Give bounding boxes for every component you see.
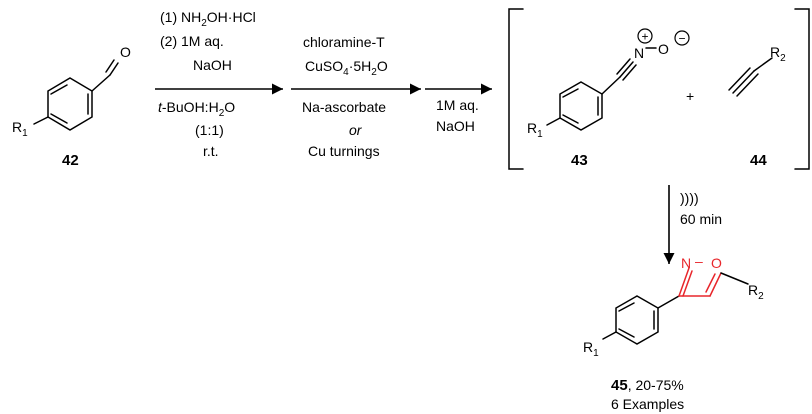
condition-reagent-1: (1) NH2OH·HCl <box>160 9 256 29</box>
compound-number-42: 42 <box>62 152 79 169</box>
compound-number-43: 43 <box>571 152 588 169</box>
isoxazole-ring <box>678 267 722 297</box>
atom-label-o: O <box>658 41 669 57</box>
condition-copper: Cu turnings <box>308 143 380 159</box>
compound-examples: 6 Examples <box>611 396 684 412</box>
positive-charge: + <box>637 28 653 44</box>
intermediate-bracket-left <box>508 8 524 170</box>
r1-bond <box>33 116 49 125</box>
r1-bond <box>546 117 561 126</box>
compound-45: N – O R2 R1 45, 20-75% 6 Examples <box>583 253 764 412</box>
condition-ultrasound: )))) <box>680 190 699 206</box>
svg-text:−: − <box>678 32 685 46</box>
alkyne-triple-bond <box>728 67 759 97</box>
condition-ratio: (1:1) <box>195 122 224 138</box>
atom-label-o: O <box>120 44 131 60</box>
condition-reagent-2: (2) 1M aq. <box>160 33 224 49</box>
compound-44: R2 44 <box>728 44 786 169</box>
reaction-step-3: 1M aq. NaOH <box>425 83 492 134</box>
atom-label-n: N <box>681 255 691 271</box>
nitrile-oxide-group <box>601 47 657 95</box>
r1-label: R1 <box>583 339 599 359</box>
condition-reductant: Na-ascorbate <box>302 99 386 115</box>
compound-number-44: 44 <box>750 152 767 169</box>
condition-base-2-name: NaOH <box>436 118 475 134</box>
atom-label-o: O <box>711 255 722 271</box>
r2-label: R2 <box>748 282 764 302</box>
reaction-step-4: )))) 60 min <box>663 185 722 264</box>
condition-catalyst: CuSO4·5H2O <box>305 58 388 78</box>
condition-base: NaOH <box>193 57 232 73</box>
plus-sign: + <box>686 88 694 104</box>
benzene-ring-45 <box>615 295 659 345</box>
r2-label: R2 <box>770 44 786 64</box>
condition-temperature: r.t. <box>203 143 219 159</box>
reaction-step-2: chloramine-T CuSO4·5H2O Na-ascorbate or … <box>291 34 421 159</box>
benzene-ring-42 <box>47 77 93 131</box>
ring-bond-dash: – <box>695 253 703 269</box>
aldehyde-group-42 <box>91 59 119 92</box>
svg-text:+: + <box>641 30 648 44</box>
condition-or: or <box>349 122 363 138</box>
compound-42: O R1 42 <box>12 44 131 169</box>
r1-bond <box>602 331 617 340</box>
r2-bond <box>753 57 773 72</box>
condition-solvent: t-BuOH:H2O <box>158 99 235 119</box>
condition-oxidant: chloramine-T <box>303 34 385 50</box>
compound-43: N O + − R1 43 <box>527 28 690 169</box>
aryl-isoxazole-bond <box>657 295 680 309</box>
benzene-ring-43 <box>559 81 603 131</box>
condition-time: 60 min <box>680 211 722 227</box>
r1-label: R1 <box>12 119 28 139</box>
compound-yield: 45, 20-75% <box>611 377 684 394</box>
reaction-step-1: (1) NH2OH·HCl (2) 1M aq. NaOH t-BuOH:H2O… <box>155 9 283 159</box>
r1-label: R1 <box>527 120 543 140</box>
atom-label-n: N <box>634 45 644 61</box>
negative-charge: − <box>674 30 690 46</box>
intermediate-bracket-right <box>794 8 810 170</box>
r2-bond <box>720 272 749 285</box>
condition-base-2: 1M aq. <box>436 97 479 113</box>
